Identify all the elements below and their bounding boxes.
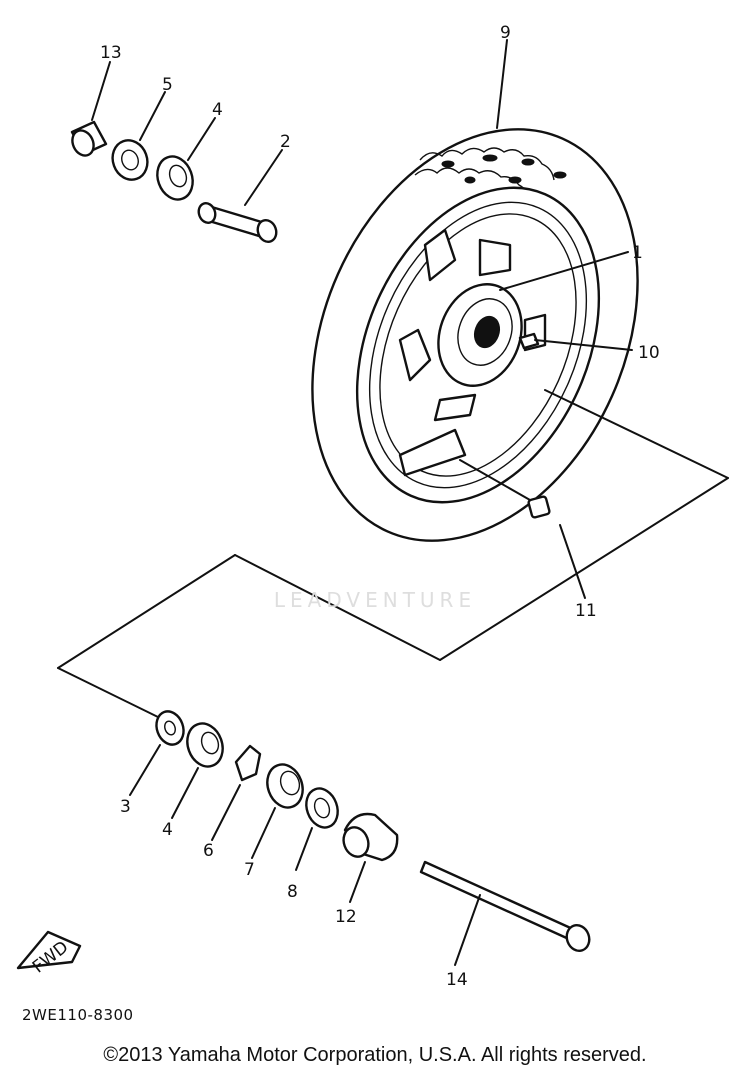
label-11: 11 [575,601,597,621]
label-13: 13 [100,43,122,63]
valve-body [518,332,540,350]
front-arrow-icon: FWD [16,930,82,977]
circlip-6 [211,744,262,841]
label-5: 5 [162,75,173,95]
label-12: 12 [335,907,357,927]
spacer-2 [197,149,283,243]
bearing-4-bottom [171,722,224,819]
axle-14 [419,860,591,966]
label-4-top: 4 [212,100,223,120]
label-7: 7 [244,860,255,880]
gear-7 [251,763,304,859]
front-wheel-assembly [311,128,639,542]
diagram-code: 2WE110-8300 [22,1006,134,1024]
bearing-4-top [156,117,216,201]
meter-gear-unit-12 [342,812,399,903]
label-3: 3 [120,797,131,817]
label-1: 1 [632,243,643,263]
balance-weight [527,495,551,519]
label-2: 2 [280,132,291,152]
oil-seal-8 [295,787,339,871]
oil-seal-5 [111,91,166,181]
copyright-notice: ©2013 Yamaha Motor Corporation, U.S.A. A… [103,1044,647,1066]
label-8: 8 [287,882,298,902]
watermark: LEADVENTURE [273,588,477,612]
collar-3 [129,710,185,796]
tire-tread [414,147,567,200]
label-9: 9 [500,23,511,43]
label-14: 14 [446,970,468,990]
wheel-spokes [398,228,547,477]
collar-13 [70,61,111,157]
wheel-leader-lines [57,39,729,719]
label-10: 10 [638,343,660,363]
label-4-bottom: 4 [162,820,173,840]
label-6: 6 [203,841,214,861]
